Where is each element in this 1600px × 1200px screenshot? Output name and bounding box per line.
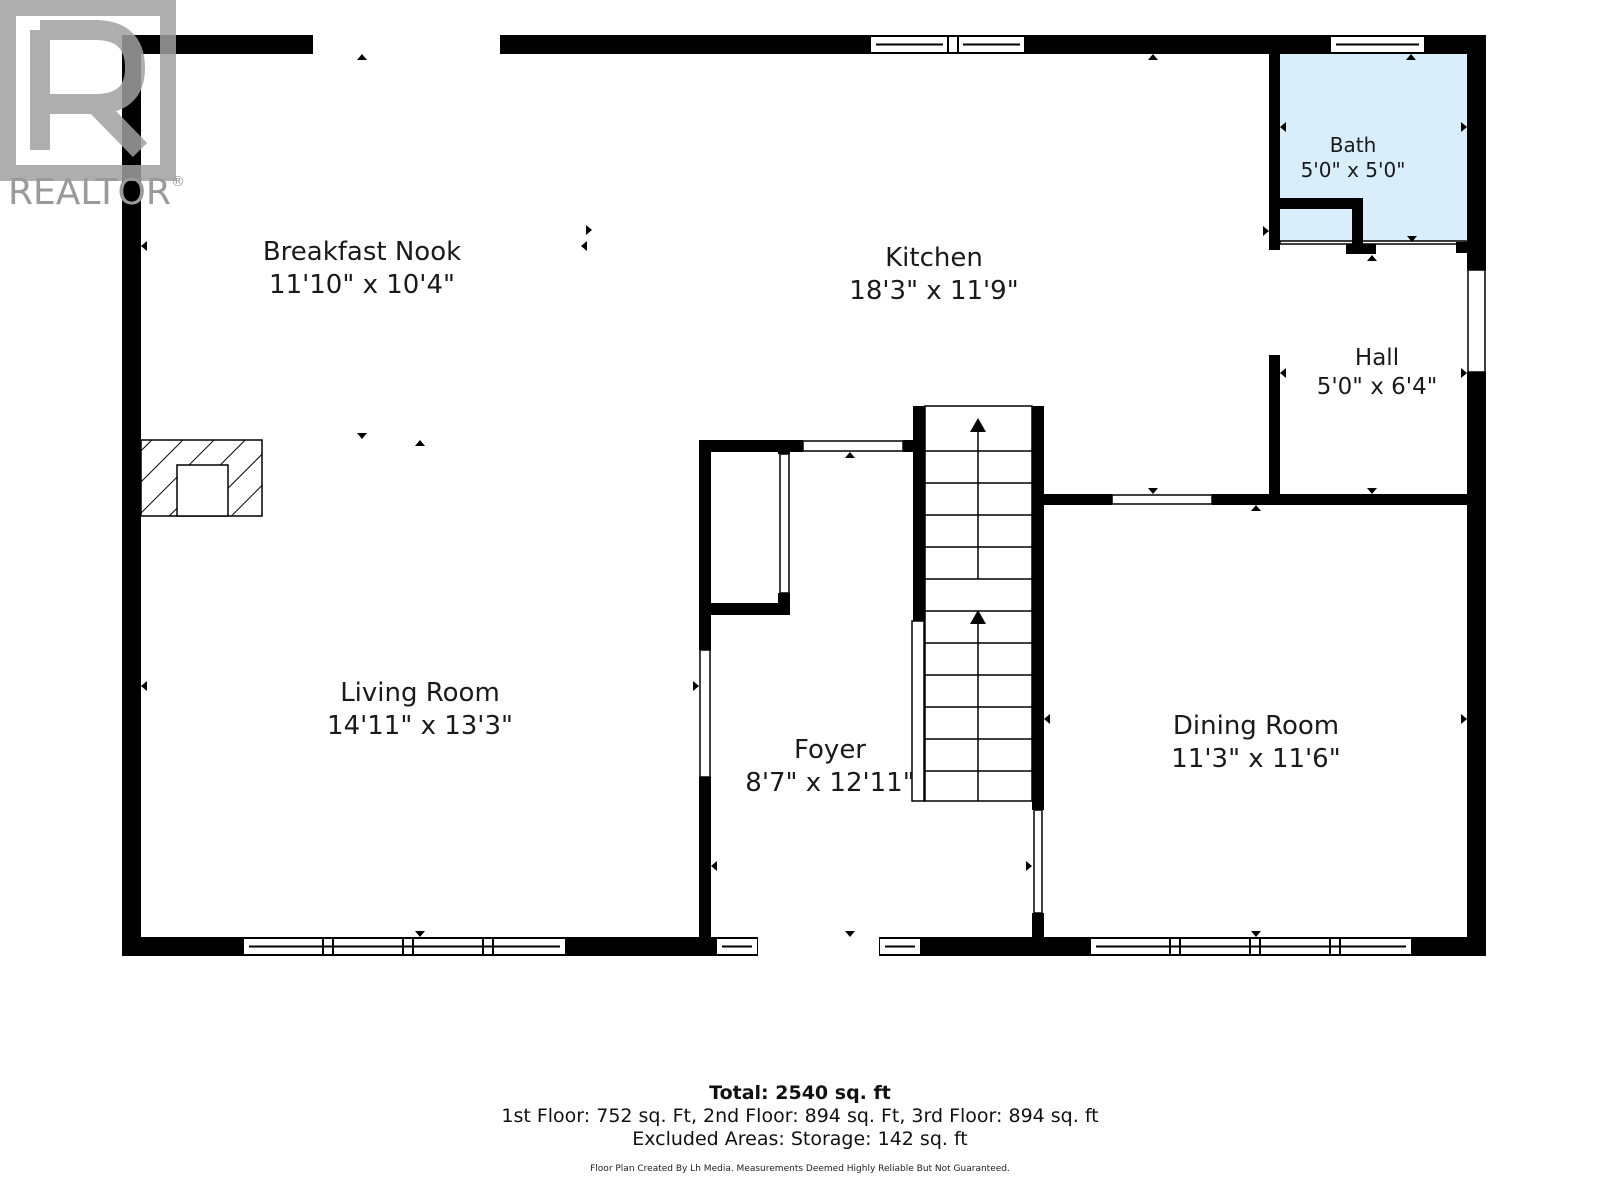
room-dimensions: 5'0" x 6'4" (1316, 373, 1438, 400)
room-label-living-room: Living Room 14'11" x 13'3" (327, 677, 513, 742)
room-dimensions: 11'3" x 11'6" (1171, 743, 1341, 774)
room-label-kitchen: Kitchen 18'3" x 11'9" (849, 242, 1018, 307)
room-name: Bath (1329, 133, 1377, 157)
room-label-hall: Hall 5'0" x 6'4" (1317, 344, 1438, 402)
room-name: Kitchen (885, 243, 983, 273)
room-label-breakfast-nook: Breakfast Nook 11'10" x 10'4" (263, 236, 461, 301)
room-label-dining-room: Dining Room 11'3" x 11'6" (1171, 710, 1340, 775)
room-dimensions: 11'10" x 10'4" (269, 269, 455, 300)
room-dimensions: 8'7" x 12'11" (745, 767, 915, 798)
dimension-markers (141, 54, 1467, 937)
stair-arrow-up-2 (970, 610, 986, 624)
room-name: Dining Room (1172, 711, 1340, 741)
room-label-bath: Bath 5'0" x 5'0" (1301, 133, 1406, 183)
stair-arrow-up (970, 418, 986, 432)
disclaimer: Floor Plan Created By Lh Media. Measurem… (590, 1164, 1010, 1174)
bath-area (1279, 54, 1467, 242)
room-label-foyer: Foyer 8'7" x 12'11" (745, 734, 914, 799)
windows (242, 35, 1426, 956)
front-door-opening (758, 937, 879, 956)
floor-areas: 1st Floor: 752 sq. Ft, 2nd Floor: 894 sq… (501, 1105, 1099, 1127)
room-dimensions: 5'0" x 5'0" (1300, 158, 1406, 182)
realtor-wordmark: REALTOR® (8, 172, 185, 213)
room-name: Foyer (793, 735, 867, 765)
total-area: Total: 2540 sq. ft (709, 1082, 891, 1104)
excluded-areas: Excluded Areas: Storage: 142 sq. ft (632, 1128, 968, 1150)
interior-walls (699, 54, 1467, 938)
realtor-logo (0, 0, 176, 181)
room-dimensions: 18'3" x 11'9" (849, 275, 1019, 306)
room-dimensions: 14'11" x 13'3" (327, 710, 513, 741)
openings (699, 240, 1486, 914)
staircase (911, 405, 1033, 802)
room-name: Hall (1354, 345, 1400, 371)
room-name: Living Room (340, 678, 500, 708)
fireplace (140, 439, 263, 517)
room-name: Breakfast Nook (262, 237, 462, 267)
area-summary: Total: 2540 sq. ft 1st Floor: 752 sq. Ft… (0, 1082, 1600, 1150)
